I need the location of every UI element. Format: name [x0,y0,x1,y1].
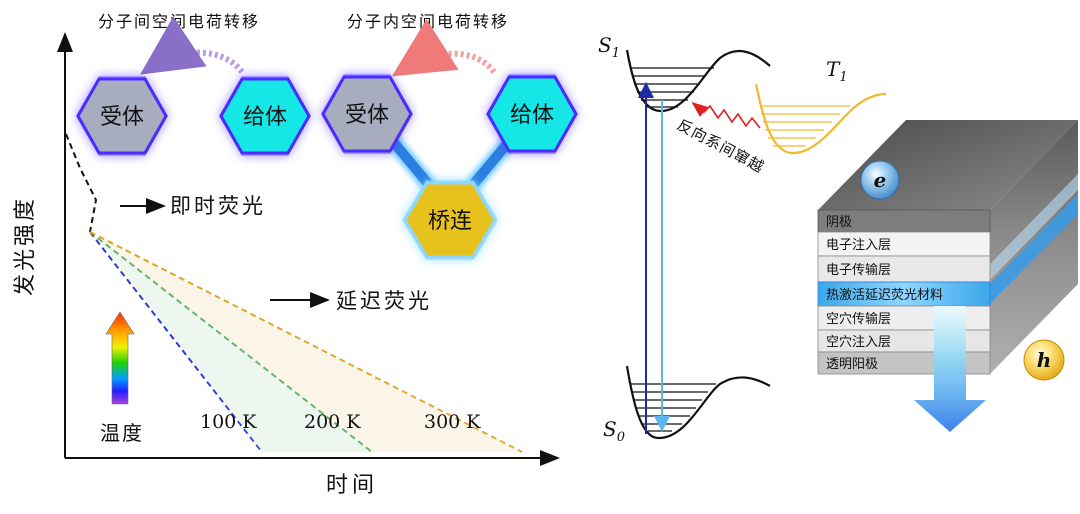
decay-line-100k [89,231,263,453]
electron-label: e [874,168,887,192]
hole-ball [1023,339,1065,381]
acceptor-hexagon-inter: 受体 [76,76,168,156]
bridge-hexagon: 桥连 [402,180,498,260]
inter-title: 分子间空间电荷转移 [98,12,260,31]
series-label-200k: 200 K [304,411,361,433]
s0-potential-curve [625,365,771,440]
layer-hole-transport: 空穴传输层 [826,311,891,327]
donor-label: 给体 [243,105,287,130]
layer-electron-transport: 电子传输层 [826,262,891,278]
s1-potential-curve [625,49,771,113]
inter-transfer-arrow [140,16,245,75]
donor-hexagon-inter: 给体 [219,76,311,156]
t1-vibrational-levels [760,105,850,147]
risc-label: 反向系间窜越 [674,116,767,177]
layer-tadf-emitter: 热激活延迟荧光材料 [826,288,943,303]
s0-label: S0 [603,417,625,445]
decay-line-300k [89,231,523,453]
molecule-schematics: 分子间空间电荷转移 分子内空间电荷转移 受体 给体 受体 [76,12,578,260]
device-side-emitter [990,194,1078,304]
acceptor-label: 受体 [100,105,144,130]
bridge-label: 桥连 [428,209,472,234]
bridge-connector [386,134,434,190]
intra-transfer-arrow [391,19,497,77]
s1-label: S1 [598,33,620,61]
decay-plot: 发光强度 时间 即时荧光 延迟荧光 温度 100 K 200 K 300 K [13,32,560,498]
prompt-decay-line [65,133,98,233]
t1-label: T1 [826,57,848,85]
hole-label: h [1037,348,1052,372]
delayed-label: 延迟荧光 [336,289,432,313]
decay-wedge [96,236,372,452]
temperature-arrow [105,311,135,405]
electron-ball [860,160,900,200]
layer-electron-injection: 电子注入层 [826,238,891,253]
t1-potential-curve [754,83,887,155]
oled-device: 阴极 电子注入层 电子传输层 热激活延迟荧光材料 空穴传输层 空穴注入层 透明阳… [817,120,1078,432]
risc-arrow [691,102,761,129]
layer-cathode: 阴极 [826,215,852,230]
temperature-label: 温度 [100,421,144,445]
s0-vibrational-levels [630,383,716,432]
acceptor-hexagon-intra: 受体 [321,74,413,154]
layer-hole-injection: 空穴注入层 [826,335,891,350]
y-axis-label: 发光强度 [13,196,38,296]
acceptor-label: 受体 [345,103,389,128]
donor-hexagon-intra: 给体 [486,74,578,154]
series-label-100k: 100 K [200,411,257,433]
light-output-arrow [914,306,986,432]
series-label-300k: 300 K [424,411,481,433]
layer-transparent-anode: 透明阳极 [826,357,878,372]
decay-wedge [96,236,522,452]
x-axis-label: 时间 [326,473,378,498]
donor-label: 给体 [510,103,554,128]
device-side-glow [990,174,1078,280]
intra-title: 分子内空间电荷转移 [347,12,509,31]
prompt-label: 即时荧光 [170,194,266,218]
